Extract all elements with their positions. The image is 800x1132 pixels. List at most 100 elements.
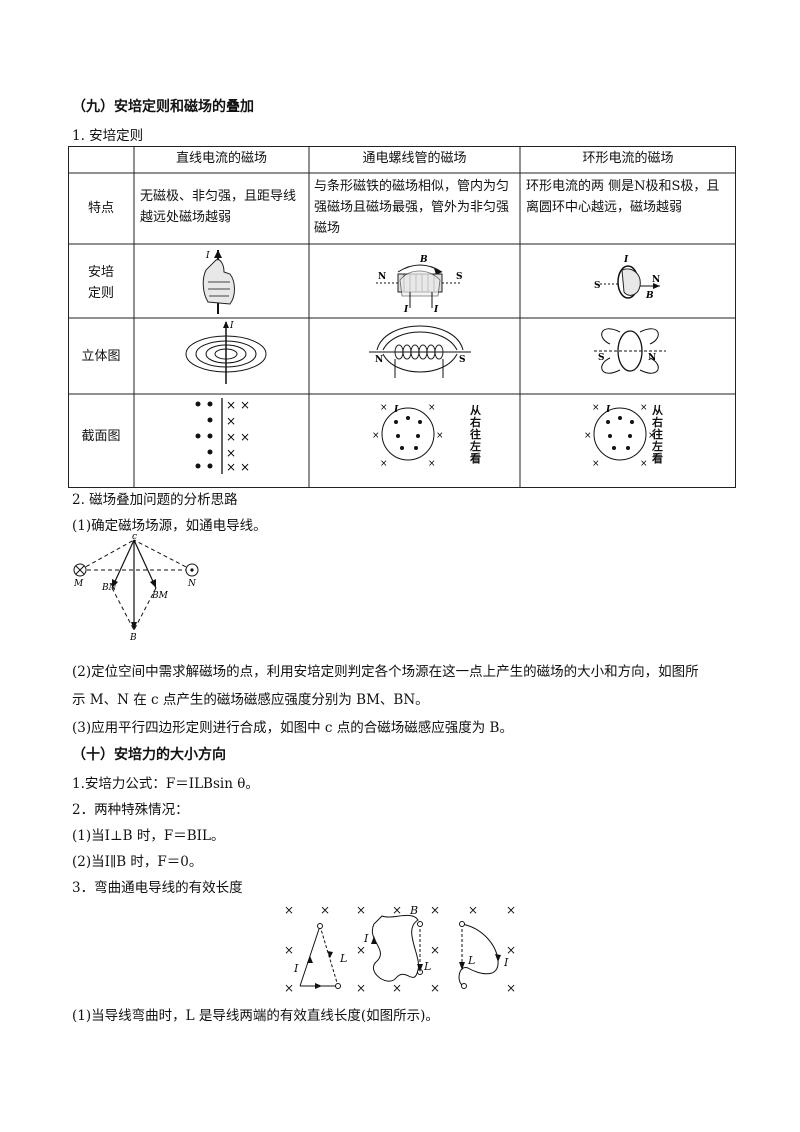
svg-text:×: × [284,943,294,957]
svg-text:×: × [428,459,436,469]
current-label: I [229,321,234,331]
ring-hand-figure: I S N B [594,255,660,301]
solenoid-3d-figure: N S [369,325,471,378]
effective-length-text: (1)当导线弯曲时，L 是导线两端的有效直线长度(如图所示)。 [72,1008,439,1024]
n-label: N [375,355,383,365]
svg-text:×: × [506,943,516,957]
n-label: N [378,272,386,282]
straight-wire-3d-figure: I [185,321,267,384]
subheading-ampere-rule: 1. 安培定则 [72,128,144,144]
svg-text:×: × [592,403,600,413]
view-direction-label: 从右往左看 [652,404,663,465]
b-label: B [645,291,654,301]
superposition-diagram: c M N BN BM B [73,534,199,642]
b-label: B [419,255,428,265]
svg-text:×: × [640,459,648,469]
subheading-superposition: 2. 磁场叠加问题的分析思路 [72,492,238,508]
step3-text: (3)应用平行四边形定则进行合成，如图中 c 点的合磁场磁感应强度为 B。 [72,720,513,736]
effective-length-heading: 3．弯曲通电导线的有效长度 [72,880,243,896]
m-label: M [73,579,84,589]
section9-title: （九）安培定则和磁场的叠加 [72,99,254,115]
current-label: I [433,305,439,314]
current-label: I [503,956,509,969]
svg-text:×: × [226,430,236,444]
svg-text:×: × [284,903,294,917]
bm-label: BM [151,591,169,601]
svg-text:×: × [226,460,236,474]
svg-text:×: × [592,459,600,469]
straight-wire-section-figure: ×× × ×× × ×× [195,398,250,474]
current-label: I [605,405,611,415]
bn-label: BN [101,583,118,593]
case-perpendicular: (1)当I⊥B 时，F＝BIL。 [72,828,225,844]
ring-section-figure: × × × × × × I [584,403,656,469]
svg-text:×: × [226,446,236,460]
n-label: N [652,275,660,285]
svg-text:×: × [584,431,592,441]
svg-text:×: × [320,903,330,917]
svg-text:×: × [380,459,388,469]
row-label-cross-section: 截面图 [81,429,121,444]
ampere-rule-table [68,146,736,488]
special-cases-heading: 2．两种特殊情况： [72,802,189,818]
step1-text: (1)确定磁场场源，如通电导线。 [72,518,267,534]
svg-text:×: × [506,903,516,917]
header-straight-current: 直线电流的磁场 [175,151,267,166]
svg-text:×: × [356,981,366,995]
view-direction-label: 从右往左看 [470,404,481,465]
svg-text:×: × [392,903,402,917]
feature-ring: 环形电流的两 侧是N极和S极，且离圆环中心越远，磁场越弱 [526,179,720,215]
svg-text:×: × [648,431,656,441]
svg-text:×: × [284,981,294,995]
s-label: S [456,272,463,282]
b-label: B [409,904,418,917]
current-label: I [623,255,629,265]
s-label: S [598,353,605,363]
current-label: I [403,305,409,314]
length-label: L [339,952,347,965]
ampere-force-formula: 1.安培力公式：F＝ILBsin θ。 [72,776,259,792]
step2-text-line2: 示 M、N 在 c 点产生的磁场磁感应强度分别为 BM、BN。 [72,692,429,708]
svg-text:×: × [506,981,516,995]
solenoid-hand-figure: B N S I I [376,255,463,314]
svg-text:×: × [430,981,440,995]
svg-text:×: × [640,403,648,413]
svg-text:×: × [226,398,236,412]
svg-text:×: × [380,403,388,413]
svg-text:×: × [240,460,250,474]
effective-length-figure: ××× ×××× ×××× ××× ×× I L I B L L I [284,903,516,995]
header-solenoid: 通电螺线管的磁场 [362,151,467,166]
case-parallel: (2)当I∥B 时，F＝0。 [72,854,203,870]
svg-text:×: × [240,430,250,444]
current-label: I [293,962,299,975]
current-label: I [363,932,369,945]
svg-text:×: × [356,943,366,957]
s-label: S [594,281,601,291]
header-ring-current: 环形电流的磁场 [582,151,674,166]
svg-text:×: × [226,414,236,428]
svg-text:×: × [430,943,440,957]
feature-straight: 无磁极、非匀强，且距导线越远处磁场越弱 [140,189,297,225]
n-label: N [187,579,197,589]
svg-text:×: × [430,903,440,917]
row-label-ampere-rule: 安培 定则 [87,265,114,301]
svg-text:×: × [428,403,436,413]
feature-solenoid: 与条形磁铁的磁场相似，管内为匀强磁场且磁场最强，管外为非匀强磁场 [314,179,510,236]
svg-text:×: × [392,981,402,995]
current-label: I [393,405,399,415]
length-label: L [467,954,475,967]
section10-title: （十）安培力的大小方向 [72,747,226,763]
b-label: B [129,633,137,642]
svg-text:×: × [372,431,380,441]
n-label: N [648,353,656,363]
step2-text-line1: (2)定位空间中需求解磁场的点，利用安培定则判定各个场源在这一点上产生的磁场的大… [72,664,699,680]
ring-3d-figure: S N [594,328,666,374]
current-label: I [205,251,210,261]
point-c-label: c [132,534,137,542]
straight-wire-hand-figure: I [202,250,235,314]
length-label: L [423,960,431,973]
solenoid-section-figure: ×× ×× ×× I [372,403,444,469]
row-label-features: 特点 [87,201,114,216]
s-label: S [459,355,466,365]
row-label-3d-view: 立体图 [81,349,121,364]
